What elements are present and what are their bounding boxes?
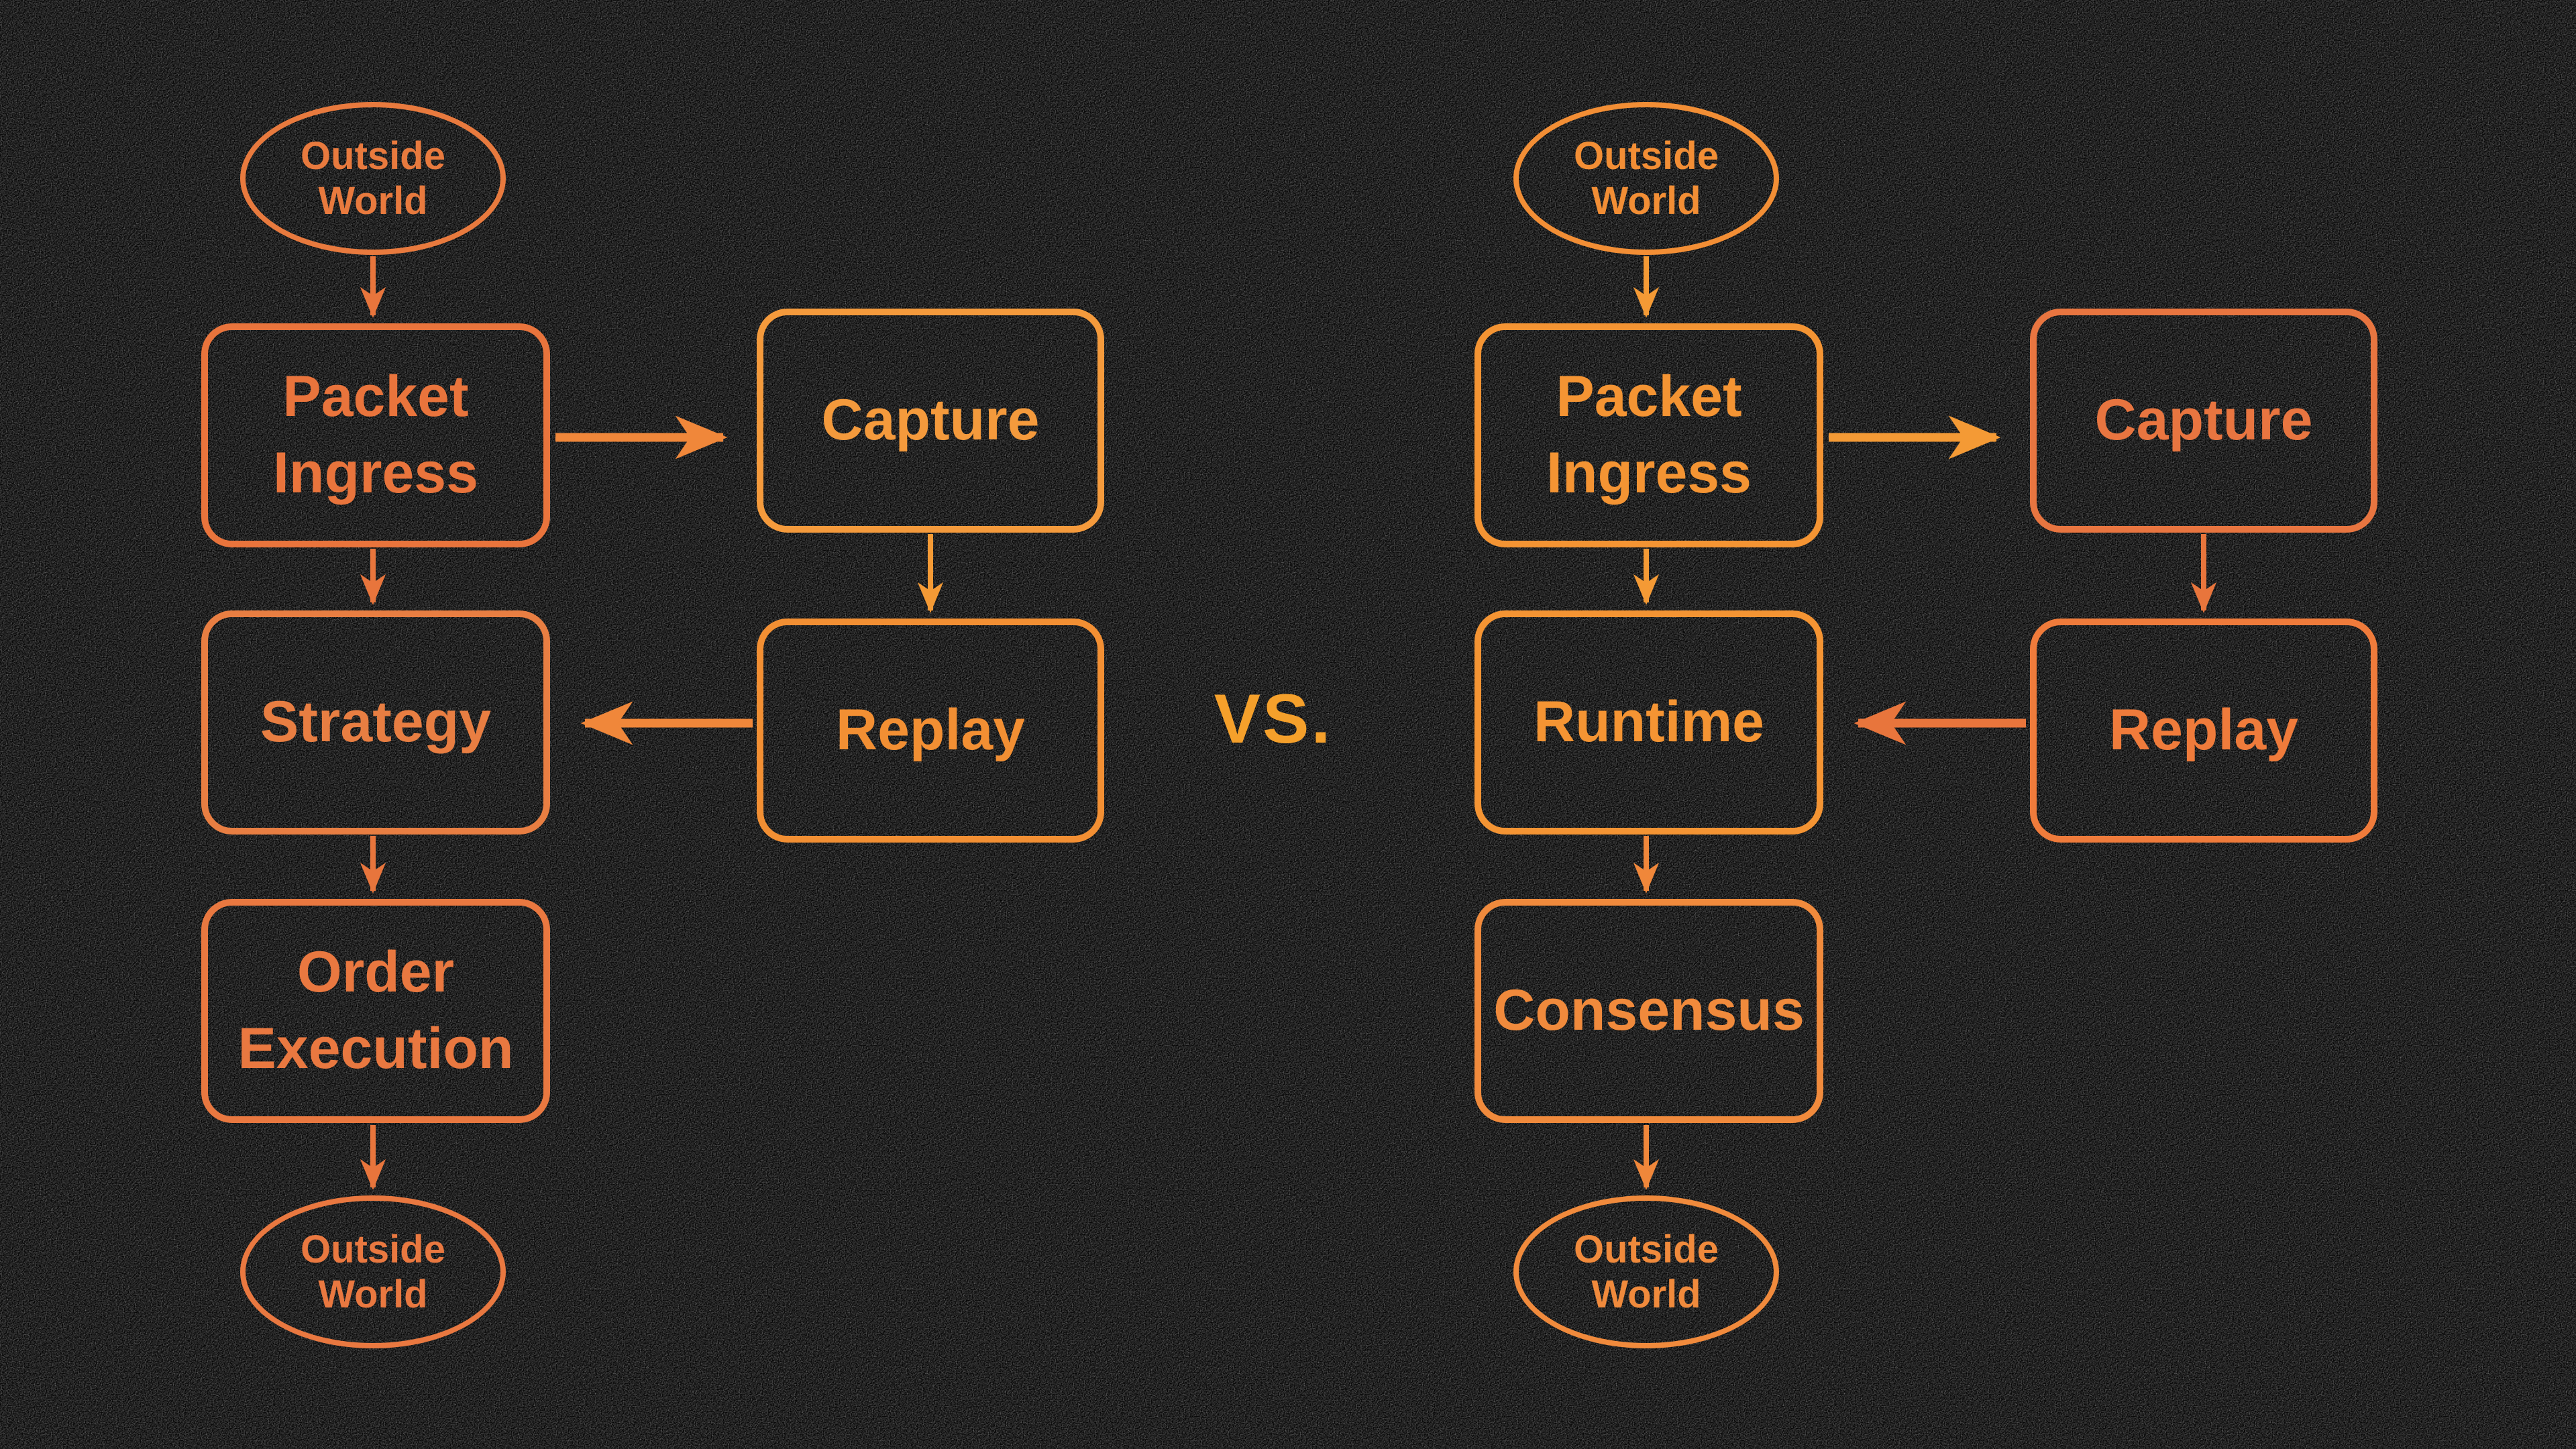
node-outside-world-bottom-left: Outside World bbox=[240, 1195, 506, 1348]
node-outside-world-top-left: Outside World bbox=[240, 102, 506, 255]
node-consensus: Consensus bbox=[1474, 899, 1823, 1123]
vs-label: VS. bbox=[1214, 680, 1333, 758]
node-outside-world-top-right: Outside World bbox=[1513, 102, 1779, 255]
node-runtime: Runtime bbox=[1474, 610, 1823, 835]
node-outside-world-bottom-right: Outside World bbox=[1513, 1195, 1779, 1348]
node-packet-ingress-left: Packet Ingress bbox=[201, 323, 550, 547]
node-replay-right: Replay bbox=[2030, 619, 2377, 843]
node-replay-left: Replay bbox=[757, 619, 1104, 843]
node-capture-right: Capture bbox=[2030, 309, 2377, 533]
node-capture-left: Capture bbox=[757, 309, 1104, 533]
node-order-execution: Order Execution bbox=[201, 899, 550, 1123]
node-packet-ingress-right: Packet Ingress bbox=[1474, 323, 1823, 547]
node-strategy: Strategy bbox=[201, 610, 550, 835]
